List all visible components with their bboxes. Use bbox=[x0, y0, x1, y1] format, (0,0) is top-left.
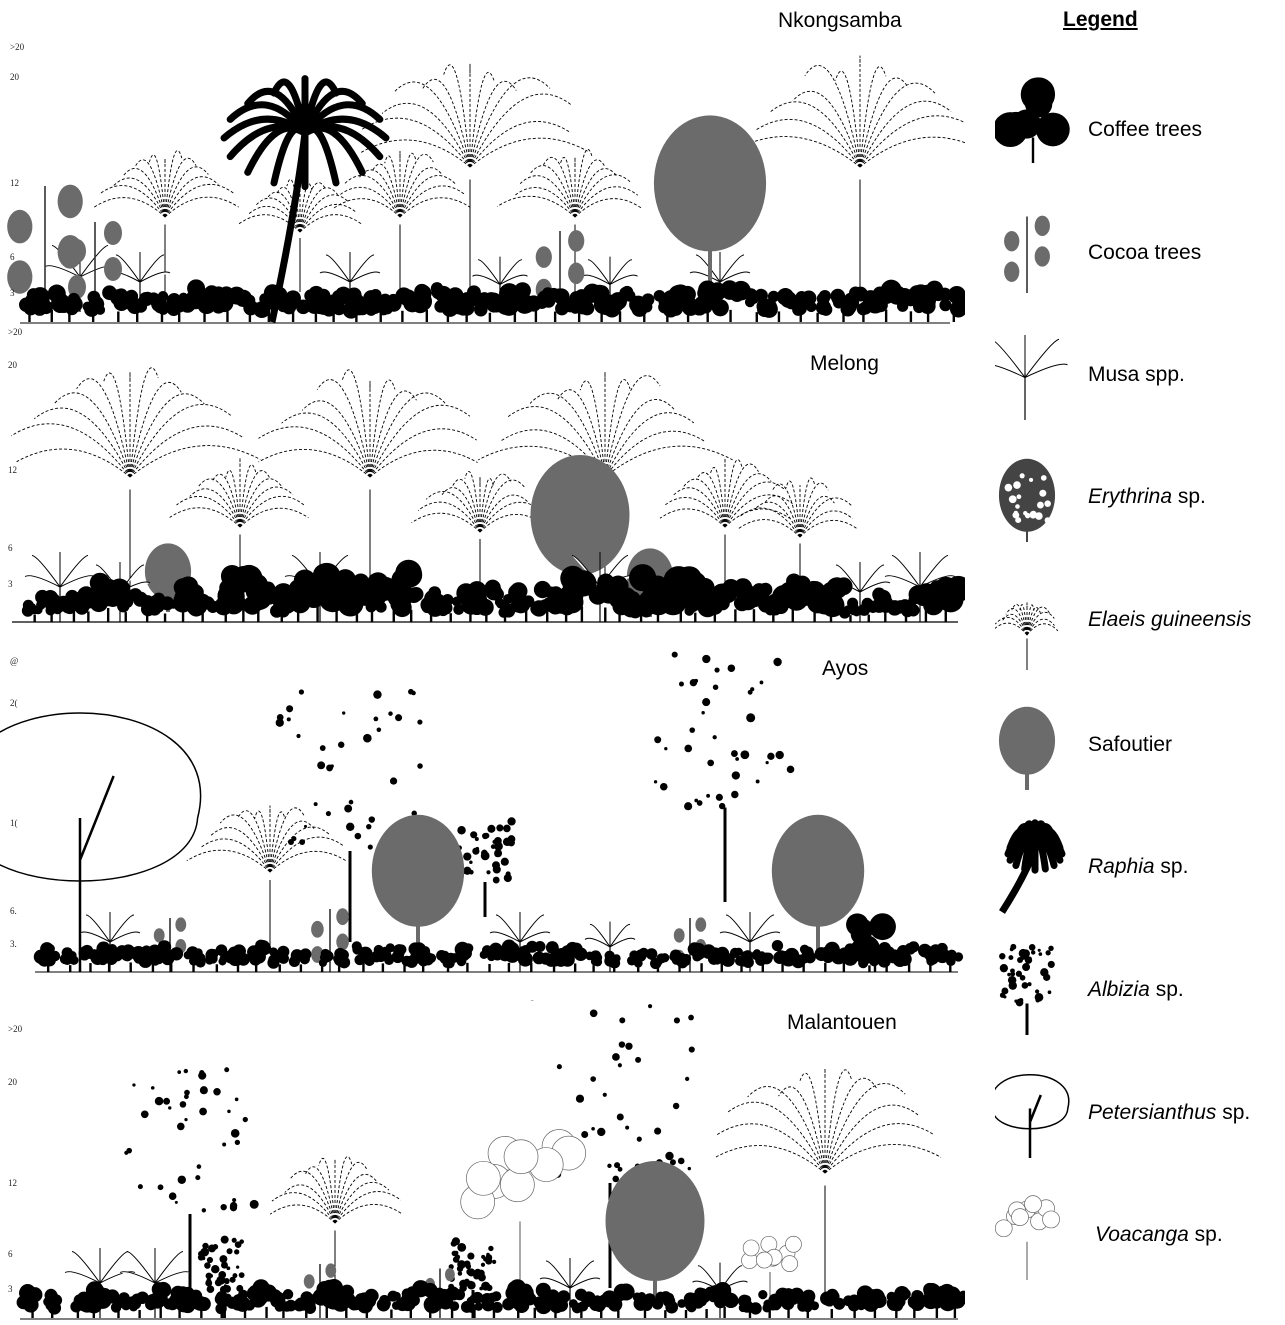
legend-label: Erythrina sp. bbox=[1088, 442, 1206, 552]
nkongsamba-profile-drawing bbox=[0, 0, 965, 330]
voacanga-icon bbox=[995, 1180, 1075, 1290]
malantouen-profile-drawing bbox=[0, 1000, 965, 1325]
legend-item: Safoutier bbox=[995, 690, 1285, 800]
height-tick-label: 6 bbox=[10, 252, 15, 262]
legend-item: Raphia sp. bbox=[995, 812, 1285, 922]
icon-shape bbox=[995, 77, 1070, 163]
cocoa-tree-icon bbox=[995, 198, 1075, 308]
legend-species-name: Elaeis guineensis bbox=[1088, 608, 1251, 631]
legend-label: Coffee trees bbox=[1088, 75, 1202, 185]
legend-item: Coffee trees bbox=[995, 75, 1285, 185]
safoutier-icon bbox=[995, 690, 1075, 800]
legend-species-suffix: sp. bbox=[1216, 1101, 1250, 1124]
icon-shape bbox=[1002, 823, 1062, 912]
legend-species-name: Safoutier bbox=[1088, 733, 1172, 756]
legend-species-name: Voacanga bbox=[1095, 1223, 1189, 1246]
vegetation-layer bbox=[17, 1000, 965, 1318]
height-tick-label: 20 bbox=[8, 1077, 17, 1087]
height-tick-label: 6. bbox=[10, 906, 17, 916]
panel-title: Ayos bbox=[822, 657, 868, 681]
height-tick-label: 3. bbox=[10, 939, 17, 949]
height-tick-label: 1( bbox=[10, 818, 18, 828]
legend-item: Petersianthus sp. bbox=[995, 1058, 1285, 1168]
height-tick-label: 2( bbox=[10, 698, 18, 708]
panel-nkongsamba: Nkongsamba >20 20 12 6 3 bbox=[0, 0, 965, 330]
vegetation-layer bbox=[0, 650, 963, 972]
legend-item: Albizia sp. bbox=[995, 935, 1285, 1045]
icon-shape bbox=[995, 1075, 1069, 1158]
height-tick-label: >20 bbox=[10, 42, 24, 52]
height-tick-label: 20 bbox=[10, 72, 19, 82]
panel-title: Melong bbox=[810, 352, 879, 376]
legend-species-suffix: sp. bbox=[1155, 855, 1189, 878]
erythrina-icon bbox=[995, 442, 1075, 552]
legend-species-name: Cocoa trees bbox=[1088, 241, 1201, 264]
panel-title: Malantouen bbox=[787, 1011, 897, 1035]
icon-shape bbox=[999, 707, 1055, 790]
legend-item: Cocoa trees bbox=[995, 198, 1285, 308]
legend-item: Voacanga sp. bbox=[995, 1180, 1285, 1290]
elaeis-icon bbox=[995, 565, 1075, 675]
raphia-icon bbox=[995, 812, 1075, 922]
height-tick-label: @ bbox=[10, 656, 18, 666]
ayos-profile-drawing bbox=[0, 650, 965, 990]
icon-shape bbox=[999, 459, 1055, 542]
legend-label: Petersianthus sp. bbox=[1088, 1058, 1250, 1168]
height-tick-label: 3 bbox=[8, 1284, 13, 1294]
legend-label: Elaeis guineensis bbox=[1088, 565, 1251, 675]
vegetation-layer bbox=[7, 56, 965, 322]
icon-shape bbox=[999, 944, 1055, 1035]
panel-melong: Melong >20 20 12 6 3 bbox=[0, 325, 965, 635]
icon-shape bbox=[995, 603, 1058, 670]
legend-species-name: Petersianthus bbox=[1088, 1101, 1216, 1124]
legend-item: Erythrina sp. bbox=[995, 442, 1285, 552]
legend-species-name: Coffee trees bbox=[1088, 118, 1202, 141]
legend-label: Raphia sp. bbox=[1088, 812, 1188, 922]
coffee-tree-icon bbox=[995, 75, 1075, 185]
legend-species-name: Raphia bbox=[1088, 855, 1155, 878]
height-tick-label: 12 bbox=[8, 465, 17, 475]
vegetation-layer bbox=[11, 368, 965, 622]
legend-item: Musa spp. bbox=[995, 320, 1285, 430]
legend-species-name: Musa spp. bbox=[1088, 363, 1185, 386]
legend-item: Elaeis guineensis bbox=[995, 565, 1285, 675]
albizia-icon bbox=[995, 935, 1075, 1045]
legend-label: Voacanga sp. bbox=[1095, 1180, 1223, 1290]
panel-title: Nkongsamba bbox=[778, 9, 902, 33]
legend-label: Safoutier bbox=[1088, 690, 1172, 800]
legend-species-name: Albizia bbox=[1088, 978, 1150, 1001]
legend-species-suffix: sp. bbox=[1172, 485, 1206, 508]
icon-shape bbox=[1004, 216, 1050, 293]
height-tick-label: 3 bbox=[8, 579, 13, 589]
panel-malantouen: Malantouen >20 20 12 6 3 bbox=[0, 1000, 965, 1325]
icon-shape bbox=[995, 1196, 1059, 1280]
legend-label: Musa spp. bbox=[1088, 320, 1185, 430]
legend-species-name: Erythrina bbox=[1088, 485, 1172, 508]
height-tick-label: 20 bbox=[8, 360, 17, 370]
legend-species-suffix: sp. bbox=[1189, 1223, 1223, 1246]
icon-shape bbox=[995, 335, 1068, 420]
legend-title: Legend bbox=[1063, 8, 1138, 32]
height-tick-label: 12 bbox=[10, 178, 19, 188]
height-tick-label: 6 bbox=[8, 543, 13, 553]
petersianthus-icon bbox=[995, 1058, 1075, 1168]
height-tick-label: 6 bbox=[8, 1249, 13, 1259]
height-tick-label: >20 bbox=[8, 1024, 22, 1034]
legend-label: Cocoa trees bbox=[1088, 198, 1201, 308]
height-tick-label: 3 bbox=[10, 288, 15, 298]
legend-species-suffix: sp. bbox=[1150, 978, 1184, 1001]
height-tick-label: 12 bbox=[8, 1178, 17, 1188]
legend-label: Albizia sp. bbox=[1088, 935, 1184, 1045]
musa-icon bbox=[995, 320, 1075, 430]
panel-ayos: Ayos @ 2( 1( 6. 3. bbox=[0, 650, 965, 990]
height-tick-label: >20 bbox=[8, 327, 22, 337]
